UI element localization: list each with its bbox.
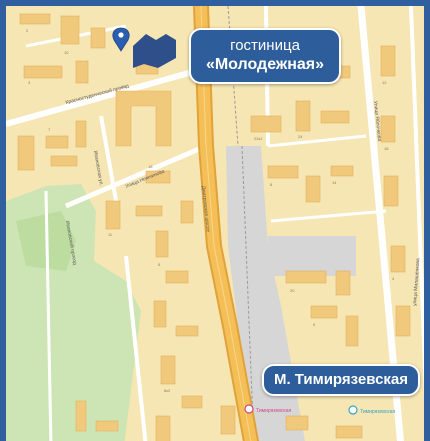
street-east-2 bbox=[267, 134, 367, 148]
metro-callout[interactable]: М. Тимирязевская bbox=[262, 364, 420, 396]
building bbox=[19, 13, 51, 25]
building bbox=[395, 305, 411, 337]
building bbox=[345, 315, 359, 347]
house-number: 4 bbox=[392, 276, 395, 281]
house-number: 8 bbox=[270, 182, 273, 187]
street-ivanovskaya-south bbox=[124, 255, 148, 441]
house-number: 2 bbox=[26, 28, 29, 33]
house-number: 11 bbox=[108, 232, 113, 237]
railway-track bbox=[241, 145, 255, 441]
metro-entrance-east[interactable]: Тимирязевская bbox=[348, 405, 395, 415]
building bbox=[285, 270, 327, 284]
house-number: 12 bbox=[382, 80, 387, 85]
house-number: 18 bbox=[148, 164, 153, 169]
street-east-3 bbox=[270, 209, 387, 223]
house-number: 20 bbox=[290, 288, 295, 293]
building bbox=[181, 395, 203, 409]
highway-centerline bbox=[200, 6, 252, 441]
pin-body bbox=[112, 27, 130, 52]
house-number: 22к1 bbox=[254, 136, 263, 141]
buildings bbox=[17, 13, 411, 441]
street-milashenkova bbox=[409, 6, 424, 396]
building bbox=[330, 165, 354, 177]
street-krasnostudencheskiy bbox=[6, 68, 197, 127]
street-ivanovskiy-proezd bbox=[44, 190, 53, 441]
poi-label: Тимирязевская bbox=[360, 409, 395, 415]
building bbox=[105, 200, 121, 230]
building bbox=[75, 400, 87, 432]
building bbox=[335, 270, 351, 296]
building bbox=[320, 110, 350, 124]
building bbox=[380, 115, 396, 143]
building bbox=[380, 45, 396, 77]
poi-label: Тимирязевская bbox=[256, 408, 291, 414]
building bbox=[60, 15, 80, 45]
metro-icon bbox=[244, 404, 254, 414]
minor-streets bbox=[6, 6, 424, 441]
house-number: 15 bbox=[121, 84, 126, 89]
street-label: Улица Яблочкова bbox=[372, 101, 382, 142]
building bbox=[75, 60, 89, 84]
pin-dot bbox=[118, 32, 124, 38]
location-pin-icon[interactable] bbox=[112, 27, 130, 52]
street-ivanovskaya-north bbox=[99, 115, 118, 202]
house-number: 10 bbox=[64, 50, 69, 55]
house-numbers: 2 10 15 3 7 18 11 5 22к1 24 8 14 20 9 12… bbox=[26, 28, 395, 393]
building bbox=[305, 175, 321, 203]
building bbox=[155, 230, 169, 258]
building bbox=[145, 170, 171, 184]
metro-icon bbox=[348, 405, 358, 415]
house-number: 16 bbox=[384, 146, 389, 151]
house-number: 5 bbox=[158, 262, 161, 267]
house-number: 3 bbox=[28, 80, 31, 85]
house-number: 9 bbox=[313, 322, 316, 327]
building bbox=[135, 205, 163, 217]
street-label: улица Милашенкова bbox=[412, 258, 421, 306]
hotel-callout[interactable]: гостиница «Молодежная» bbox=[189, 28, 341, 84]
building bbox=[383, 175, 399, 207]
metro-entrance-west[interactable]: Тимирязевская bbox=[244, 404, 291, 414]
hotel-callout-name: «Молодежная» bbox=[205, 56, 325, 73]
building bbox=[95, 420, 119, 432]
building bbox=[153, 300, 167, 328]
building bbox=[155, 415, 171, 441]
building bbox=[17, 135, 35, 171]
building bbox=[90, 27, 106, 49]
house-number: 7 bbox=[48, 127, 51, 132]
building bbox=[45, 135, 69, 149]
hotel-building bbox=[133, 34, 176, 68]
building bbox=[390, 245, 406, 273]
building bbox=[285, 415, 309, 431]
house-number: 24 bbox=[298, 134, 303, 139]
house-number: 6к2 bbox=[164, 388, 171, 393]
hotel-callout-line1: гостиница bbox=[230, 37, 300, 54]
building bbox=[180, 200, 194, 224]
building bbox=[295, 100, 311, 132]
building bbox=[250, 115, 282, 133]
building bbox=[220, 405, 236, 435]
building bbox=[267, 165, 299, 179]
building bbox=[310, 305, 338, 319]
building bbox=[175, 325, 199, 337]
street-nemchinova bbox=[65, 143, 207, 209]
building bbox=[335, 425, 363, 439]
building bbox=[115, 90, 172, 147]
railway-zone-east bbox=[268, 236, 356, 276]
house-number: 14 bbox=[332, 180, 337, 185]
building bbox=[160, 355, 176, 385]
building bbox=[165, 270, 189, 284]
building bbox=[75, 120, 87, 148]
building bbox=[23, 65, 63, 79]
building bbox=[50, 155, 78, 167]
street-label: Дмитровское шоссе bbox=[200, 186, 211, 233]
